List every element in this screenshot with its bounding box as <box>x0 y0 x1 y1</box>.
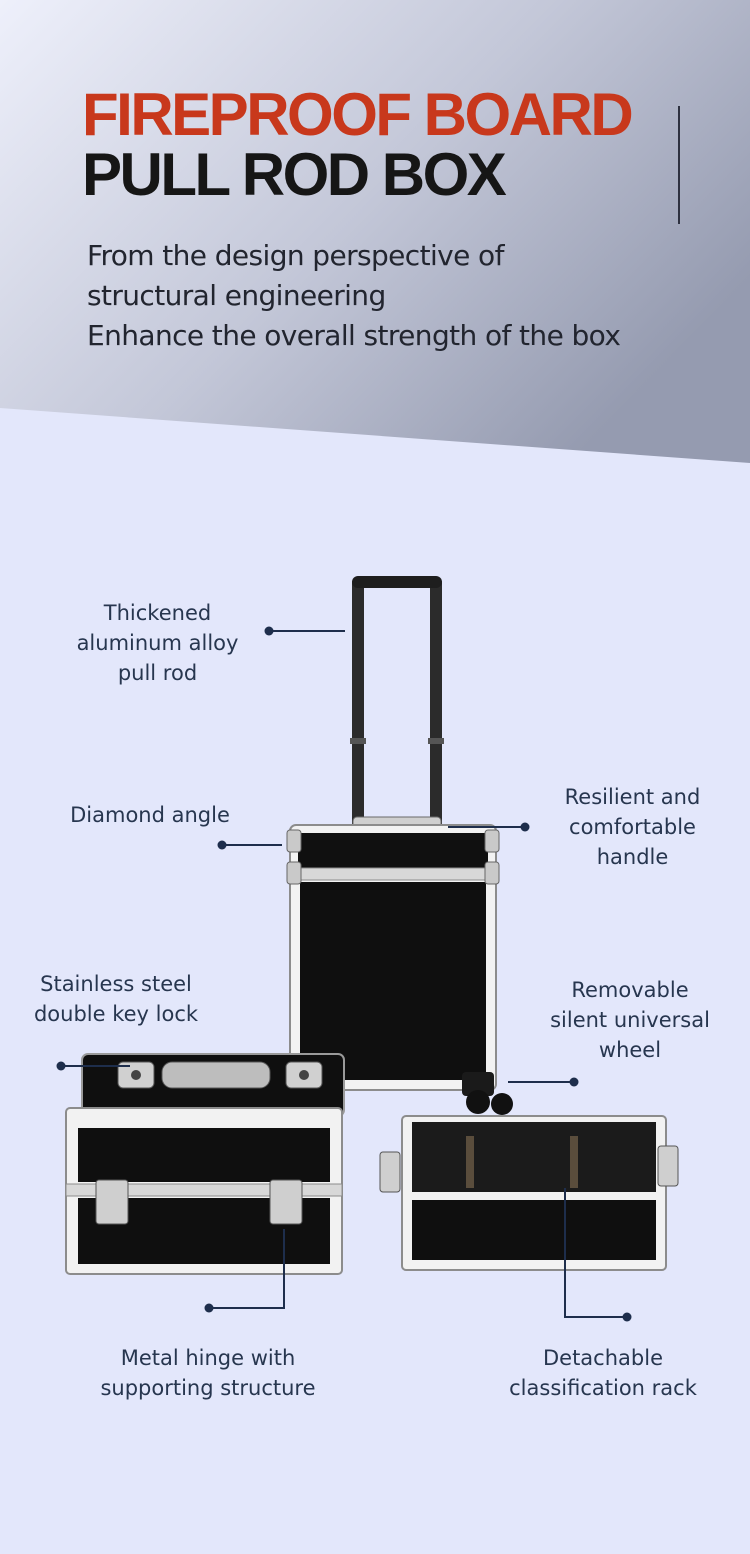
callout-lines <box>61 630 627 1318</box>
header-divider <box>678 106 680 224</box>
header-band <box>0 0 750 463</box>
subtitle-line-2: structural engineering <box>87 279 386 312</box>
label-wheel-line-3: wheel <box>598 1038 662 1062</box>
label-pull-rod: Thickened aluminum alloy pull rod <box>60 598 255 688</box>
subtitle-line-3: Enhance the overall strength of the box <box>87 319 621 352</box>
label-key-lock: Stainless steel double key lock <box>16 969 216 1029</box>
callout-rack <box>564 1188 627 1318</box>
label-wheel-line-2: silent universal <box>550 1008 710 1032</box>
trolley-body-panel <box>300 882 486 1080</box>
label-rack-line-2: classification rack <box>509 1376 697 1400</box>
label-handle-line-2: comfortable <box>569 815 696 839</box>
hinge-icon <box>95 1179 303 1225</box>
callout-hinge <box>209 1229 285 1309</box>
label-rack-line-1: Detachable <box>542 1346 663 1370</box>
key-lock-icon <box>117 1061 323 1089</box>
label-diamond-angle: Diamond angle <box>45 800 255 830</box>
label-hinge-line-2: supporting structure <box>100 1376 316 1400</box>
label-pull-rod-line-2: aluminum alloy <box>76 631 239 655</box>
label-handle: Resilient and comfortable handle <box>535 782 730 872</box>
right-case <box>379 1115 679 1271</box>
label-wheel: Removable silent universal wheel <box>530 975 730 1065</box>
subtitle-line-1: From the design perspective of <box>87 239 504 272</box>
label-key-lock-line-2: double key lock <box>33 1002 199 1026</box>
label-handle-line-3: handle <box>596 845 669 869</box>
label-hinge-line-1: Metal hinge with <box>120 1346 296 1370</box>
title-line-accent: FIREPROOF BOARD <box>82 81 634 148</box>
label-wheel-line-1: Removable <box>571 978 689 1002</box>
rack-divider-icon <box>466 1136 578 1188</box>
pull-rod <box>350 576 444 830</box>
label-rack: Detachable classification rack <box>488 1343 718 1403</box>
label-pull-rod-line-1: Thickened <box>103 601 212 625</box>
wheel-icon <box>462 1072 513 1115</box>
label-hinge: Metal hinge with supporting structure <box>78 1343 338 1403</box>
callout-dots <box>56 626 632 1322</box>
left-case <box>65 1053 345 1275</box>
label-pull-rod-line-3: pull rod <box>117 661 198 685</box>
title-line-main: PULL ROD BOX <box>82 141 507 208</box>
label-handle-line-1: Resilient and <box>564 785 701 809</box>
label-diamond-angle-line-1: Diamond angle <box>70 803 230 827</box>
corner-guard-icon <box>286 829 302 853</box>
trolley-case <box>286 576 513 1115</box>
label-key-lock-line-1: Stainless steel <box>40 972 192 996</box>
